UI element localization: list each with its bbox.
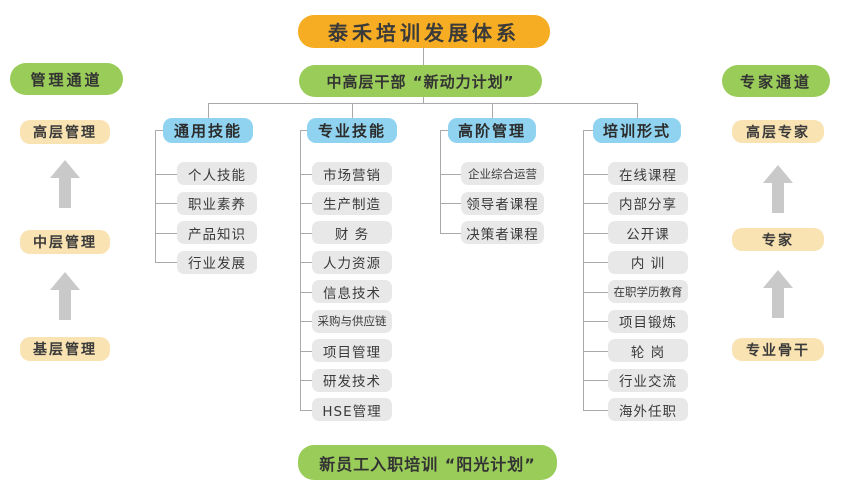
column-item: 财 务 (312, 221, 392, 244)
connector-line (583, 321, 608, 322)
up-arrow-icon (50, 272, 80, 320)
column-header-professional-skills: 专业技能 (307, 118, 397, 143)
column-header-general-skills: 通用技能 (163, 118, 253, 143)
connector-line (155, 262, 177, 263)
connector-line (208, 103, 638, 104)
connector-line (440, 203, 461, 204)
mid-senior-plan-label: 中高层干部 “新动力计划” (299, 65, 542, 97)
connector-line (423, 97, 424, 103)
connector-line (155, 130, 156, 262)
level-middle-management: 中层管理 (20, 230, 110, 254)
column-item: 信息技术 (312, 280, 392, 303)
column-item: 决策者课程 (461, 221, 544, 244)
connector-line (300, 232, 312, 234)
column-item: 市场营销 (312, 162, 392, 185)
connector-line (583, 262, 608, 263)
connector-line (352, 103, 353, 118)
connector-line (155, 173, 177, 175)
connector-line (300, 409, 312, 411)
management-channel-title: 管理通道 (10, 63, 123, 95)
connector-line (155, 203, 177, 204)
connector-line (300, 262, 312, 263)
connector-line (440, 173, 461, 175)
connector-line (583, 130, 584, 410)
column-item: 企业综合运营 (461, 162, 544, 185)
connector-line (300, 321, 312, 322)
column-item: 在职学历教育 (608, 280, 688, 303)
connector-line (583, 380, 608, 381)
column-header-training-forms: 培训形式 (593, 118, 681, 143)
expert-channel-title: 专家通道 (722, 65, 830, 97)
connector-line (300, 203, 312, 204)
connector-line (440, 130, 448, 131)
column-item: 生产制造 (312, 191, 392, 215)
connector-line (440, 232, 461, 234)
up-arrow-icon (50, 160, 80, 208)
connector-line (300, 173, 312, 175)
connector-line (583, 291, 608, 293)
column-item: 研发技术 (312, 368, 392, 392)
connector-line (300, 130, 301, 410)
connector-line (300, 130, 307, 131)
column-item: 行业发展 (177, 250, 257, 274)
column-item: 公开课 (608, 221, 688, 244)
level-senior-management: 高层管理 (20, 120, 110, 144)
column-item: 轮 岗 (608, 339, 688, 362)
connector-line (440, 130, 441, 233)
new-employee-plan-label: 新员工入职培训 “阳光计划” (298, 445, 557, 480)
connector-line (583, 203, 608, 204)
column-item: 人力资源 (312, 250, 392, 274)
connector-line (583, 173, 608, 175)
column-item: 产品知识 (177, 221, 257, 244)
connector-line (208, 103, 209, 118)
column-item: 领导者课程 (461, 191, 544, 215)
column-item: 内 训 (608, 250, 688, 274)
column-item: 采购与供应链 (312, 309, 392, 333)
connector-line (583, 350, 608, 352)
connector-line (300, 350, 312, 352)
level-base-management: 基层管理 (20, 337, 110, 361)
connector-line (155, 130, 163, 131)
column-item: 项目锻炼 (608, 309, 688, 333)
connector-line (300, 380, 312, 381)
column-item: 行业交流 (608, 368, 688, 392)
up-arrow-icon (763, 270, 793, 318)
connector-line (423, 48, 424, 65)
column-item: 海外任职 (608, 398, 688, 421)
connector-line (155, 232, 177, 234)
up-arrow-icon (763, 165, 793, 213)
column-item: 在线课程 (608, 162, 688, 185)
connector-line (637, 103, 638, 118)
column-item: 内部分享 (608, 191, 688, 215)
level-professional-backbone: 专业骨干 (732, 338, 824, 361)
connector-line (583, 130, 593, 131)
level-expert: 专家 (732, 228, 824, 251)
column-item: 职业素养 (177, 191, 257, 215)
level-senior-expert: 高层专家 (732, 120, 824, 143)
column-item: 个人技能 (177, 162, 257, 185)
column-header-advanced-management: 高阶管理 (448, 118, 536, 143)
column-item: 项目管理 (312, 339, 392, 362)
connector-line (583, 232, 608, 234)
connector-line (583, 409, 608, 411)
connector-line (300, 291, 312, 293)
diagram-title: 泰禾培训发展体系 (298, 15, 550, 48)
connector-line (492, 103, 493, 118)
column-item: HSE管理 (312, 398, 392, 421)
